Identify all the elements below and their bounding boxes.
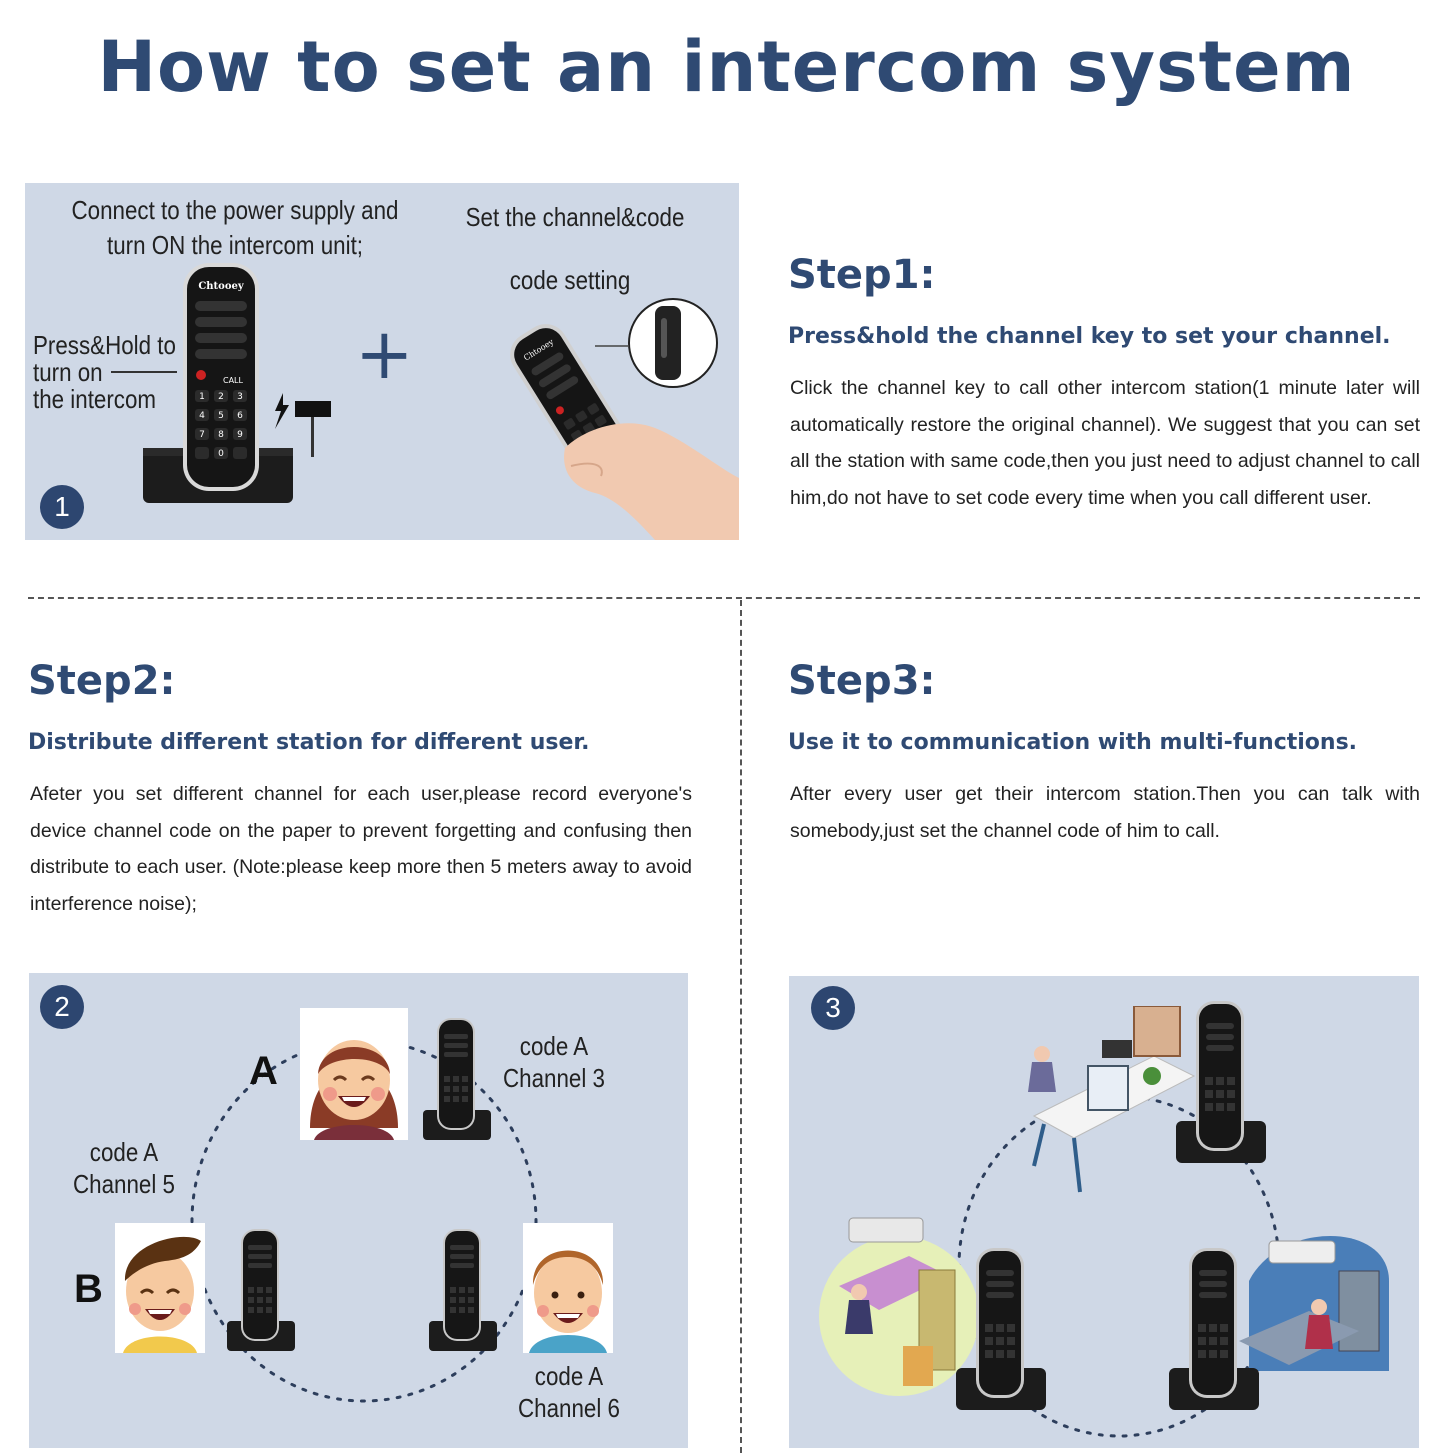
user-c-channel: Channel 6 [518, 1393, 620, 1423]
step3-illustration: 3 [789, 976, 1419, 1448]
step2-subheading: Distribute different station for differe… [28, 730, 590, 755]
step3-heading: Step3: [788, 658, 936, 704]
step2-body: Afeter you set different channel for eac… [30, 783, 692, 915]
user-a-channel: Channel 3 [503, 1063, 605, 1093]
plus-sign: + [355, 313, 414, 395]
user-b-letter: B [74, 1267, 103, 1311]
pointer-line [111, 371, 177, 373]
work-office-icon [1239, 1236, 1389, 1371]
step1-heading: Step1: [788, 252, 936, 298]
press-hold-line2: turn on [33, 357, 103, 387]
step-badge-2: 2 [40, 985, 84, 1029]
step1-body: Click the channel key to call other inte… [790, 377, 1420, 509]
home-office-icon [819, 1217, 979, 1396]
step1-subheading: Press&hold the channel key to set your c… [788, 324, 1391, 349]
user-b-avatar [115, 1223, 205, 1353]
step2-illustration: 2 A B code A Channel 3 code A Channel 5 … [29, 973, 688, 1448]
horizontal-divider [28, 597, 1420, 599]
code-setting-label: code setting [509, 265, 631, 295]
svg-text:8: 8 [218, 430, 224, 440]
page-title: How to set an intercom system [97, 26, 1356, 108]
step-badge-3: 3 [811, 986, 855, 1030]
step-badge-1: 1 [40, 485, 84, 529]
svg-text:3: 3 [237, 392, 243, 402]
user-c-avatar [523, 1223, 613, 1353]
intercom-b-icon [227, 1229, 295, 1351]
user-a-code: code A [519, 1031, 589, 1061]
step3-subheading: Use it to communication with multi-funct… [788, 730, 1358, 755]
svg-text:1: 1 [199, 392, 205, 402]
svg-text:Chtooey: Chtooey [198, 281, 245, 292]
press-hold-line1: Press&Hold to [33, 330, 176, 360]
user-b-code: code A [89, 1137, 159, 1167]
power-label-line1: Connect to the power supply and [71, 195, 399, 225]
user-c-code: code A [534, 1361, 604, 1391]
step3-body: After every user get their intercom stat… [790, 783, 1420, 842]
svg-text:0: 0 [218, 449, 224, 459]
intercom-work-icon [1169, 1248, 1259, 1410]
svg-text:CALL: CALL [223, 376, 244, 385]
vertical-divider [740, 600, 742, 1453]
office-desk-icon [1028, 1006, 1196, 1193]
user-a-letter: A [249, 1049, 278, 1093]
svg-text:2: 2 [218, 392, 224, 402]
channel-code-label: Set the channel&code [465, 202, 685, 232]
step2-heading: Step2: [28, 658, 176, 704]
intercom-home-icon [956, 1248, 1046, 1410]
hand-holding-intercom-icon: Chtooey [510, 298, 739, 540]
step1-illustration: Connect to the power supply and turn ON … [25, 183, 739, 540]
svg-text:9: 9 [237, 430, 243, 440]
intercom-dock-icon: Chtooey CALL 1 2 3 4 5 6 7 8 9 0 [143, 263, 331, 503]
intercom-office-icon [1176, 1001, 1266, 1163]
intercom-a-icon [423, 1018, 491, 1140]
user-a-avatar [300, 1008, 408, 1140]
press-hold-line3: the intercom [33, 384, 157, 414]
power-label-line2: turn ON the intercom unit; [106, 230, 364, 260]
svg-text:7: 7 [199, 430, 205, 440]
svg-text:6: 6 [237, 411, 243, 421]
intercom-c-icon [429, 1229, 497, 1351]
svg-text:5: 5 [218, 411, 224, 421]
user-b-channel: Channel 5 [73, 1169, 175, 1199]
svg-text:4: 4 [199, 411, 205, 421]
